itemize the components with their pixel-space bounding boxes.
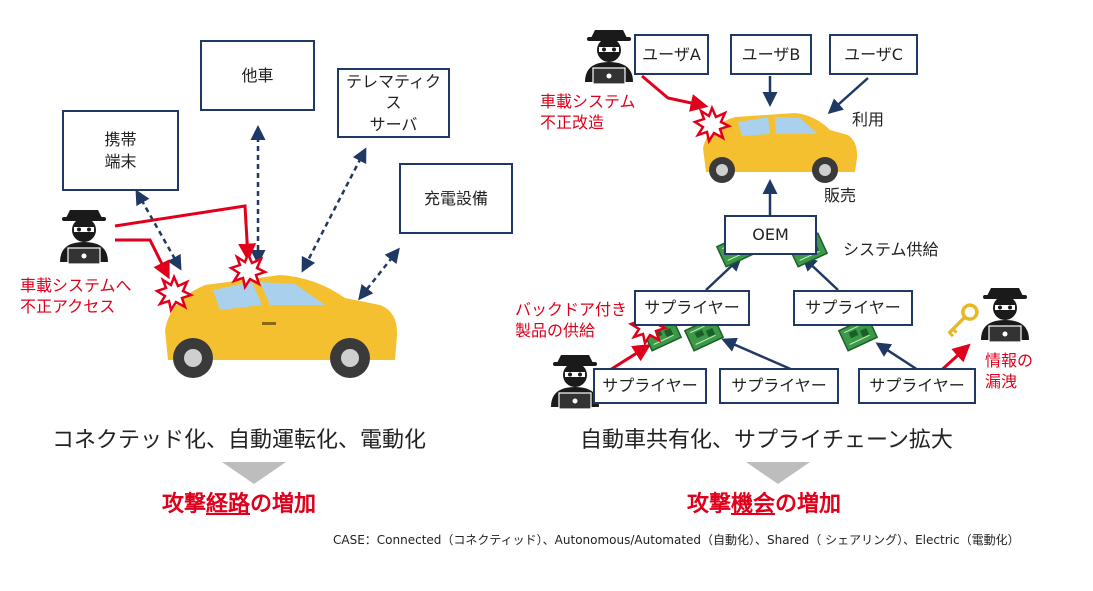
car-right bbox=[703, 113, 858, 183]
left-result: 攻撃経路の増加 bbox=[162, 486, 316, 518]
right-result-suffix: の増加 bbox=[775, 492, 842, 517]
supplier-tier2-b-box: サプライヤー bbox=[719, 368, 839, 404]
right-result-keyword: 機会 bbox=[731, 492, 776, 517]
telematics-server-box: テレマティクス サーバ bbox=[337, 68, 450, 138]
hacker-icon bbox=[59, 209, 109, 265]
unauthorized-access-label: 車載システムへ 不正アクセス bbox=[20, 276, 132, 316]
right-result-prefix: 攻撃 bbox=[687, 492, 732, 517]
hacker-icon bbox=[980, 287, 1030, 343]
oem-box: OEM bbox=[724, 215, 817, 255]
left-result-prefix: 攻撃 bbox=[162, 492, 207, 517]
usage-label: 利用 bbox=[852, 110, 885, 129]
right-down-arrow bbox=[746, 462, 810, 484]
user-a-box: ユーザA bbox=[634, 34, 709, 75]
handheld-terminal-box: 携帯 端末 bbox=[62, 110, 179, 191]
backdoor-product-label: バックドア付き 製品の供給 bbox=[515, 300, 628, 340]
right-caption: 自動車共有化、サプライチェーン拡大 bbox=[580, 428, 953, 453]
information-leak-label: 情報の 漏洩 bbox=[985, 351, 1034, 391]
user-c-box: ユーザC bbox=[829, 34, 918, 75]
hacker-icon bbox=[550, 354, 600, 410]
car-left bbox=[165, 275, 398, 378]
left-attack-arrows bbox=[114, 204, 257, 280]
user-b-box: ユーザB bbox=[730, 34, 812, 75]
left-connection-arrows bbox=[135, 125, 400, 301]
other-vehicle-box: 他車 bbox=[200, 40, 315, 111]
left-down-arrow bbox=[222, 462, 286, 484]
case-footnote: CASE：Connected（コネクティッド）、Autonomous/Autom… bbox=[333, 533, 1020, 547]
left-result-suffix: の増加 bbox=[250, 492, 317, 517]
supplier-tier2-a-box: サプライヤー bbox=[593, 368, 707, 404]
left-result-keyword: 経路 bbox=[206, 492, 251, 517]
key-icon bbox=[947, 303, 979, 338]
supplier-tier2-c-box: サプライヤー bbox=[858, 368, 976, 404]
supplier-tier1-left-box: サプライヤー bbox=[634, 290, 750, 326]
right-result: 攻撃機会の増加 bbox=[687, 486, 841, 518]
left-caption: コネクテッド化、自動運転化、電動化 bbox=[52, 428, 427, 453]
supplier-tier1-right-box: サプライヤー bbox=[793, 290, 913, 326]
charging-station-box: 充電設備 bbox=[399, 163, 513, 234]
hacker-icon bbox=[584, 29, 634, 85]
sales-label: 販売 bbox=[824, 186, 857, 205]
tampering-label: 車載システム 不正改造 bbox=[540, 92, 636, 132]
system-supply-label: システム供給 bbox=[843, 240, 939, 259]
